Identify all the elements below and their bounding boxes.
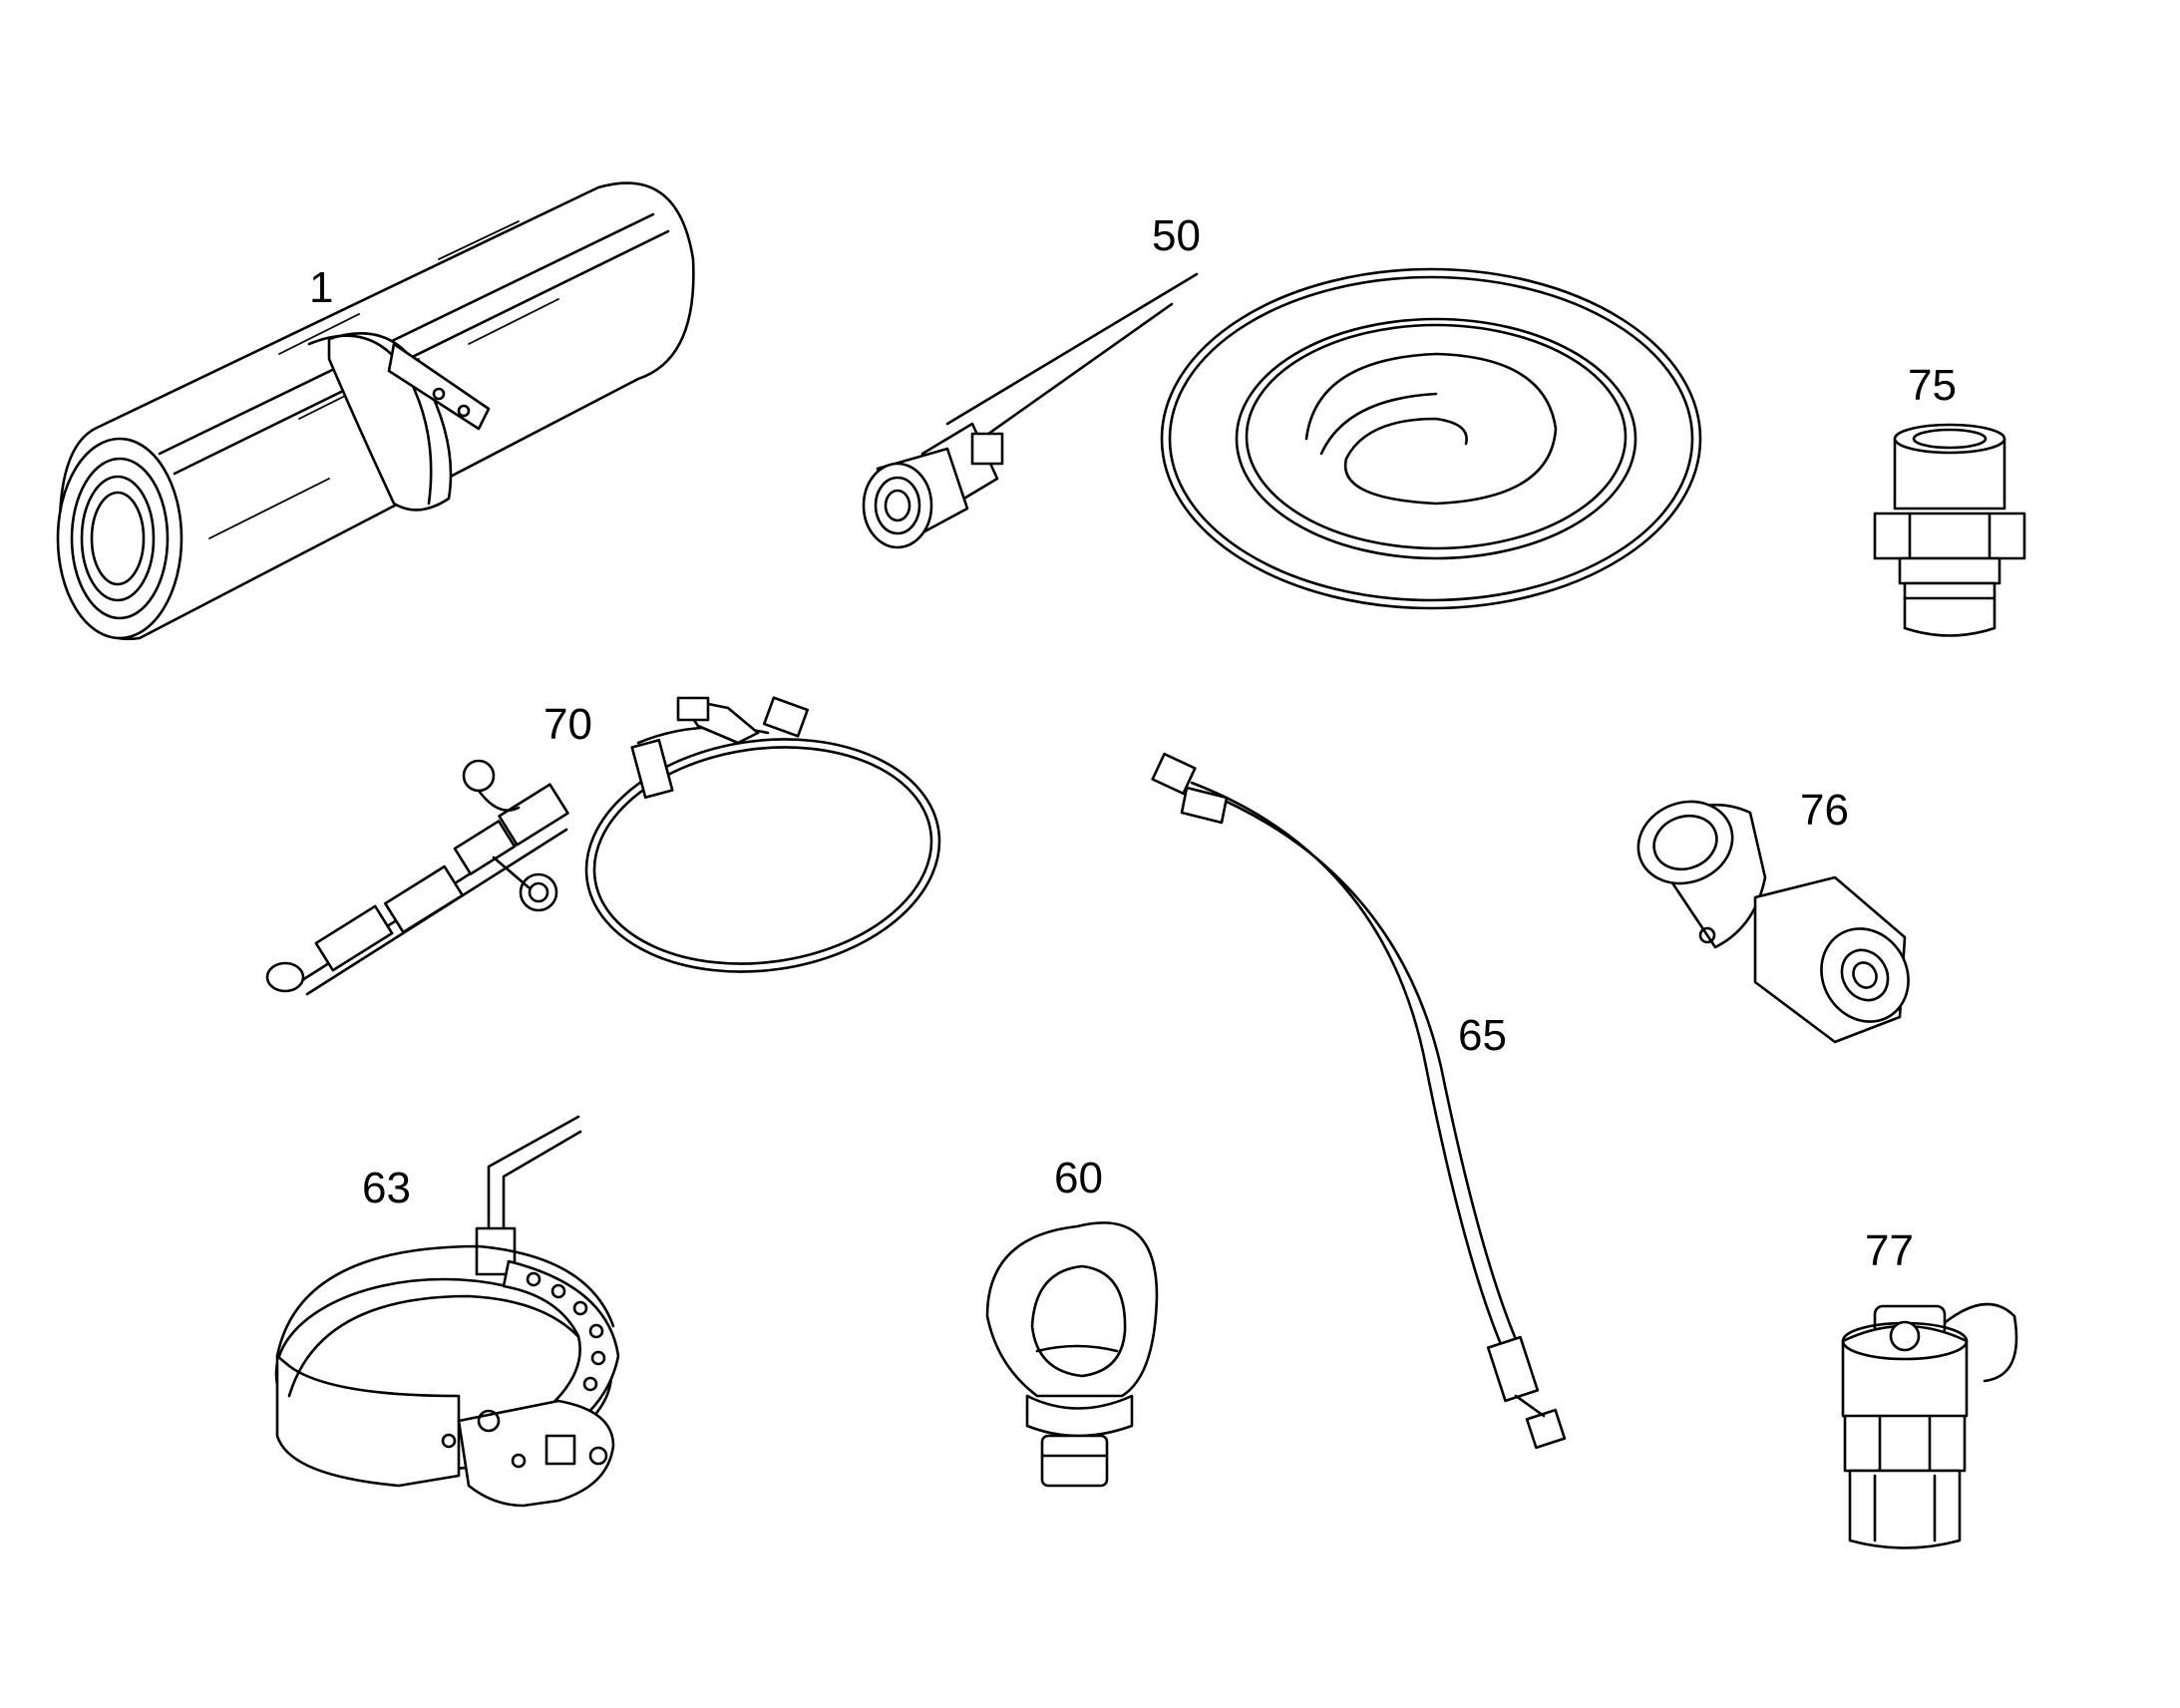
hydraulic-hose-icon <box>1151 752 1567 1450</box>
strap-wrench-icon <box>274 1115 620 1508</box>
rolled-mat-icon <box>56 181 695 641</box>
part-label-76: 76 <box>1800 786 1849 835</box>
test-hose-kit-icon <box>265 696 941 996</box>
coiled-hose-icon <box>862 267 1702 610</box>
elbow-fitting-icon <box>1636 800 1910 1044</box>
straight-adapter-icon <box>1873 423 2026 637</box>
part-label-1: 1 <box>309 263 334 312</box>
part-label-65: 65 <box>1458 1011 1507 1060</box>
part-label-63: 63 <box>362 1164 411 1212</box>
eye-bolt-icon <box>985 1221 1159 1488</box>
part-label-77: 77 <box>1865 1226 1914 1275</box>
test-coupling-icon <box>1841 1302 2018 1549</box>
part-label-70: 70 <box>544 700 592 749</box>
part-label-75: 75 <box>1908 361 1957 410</box>
part-label-60: 60 <box>1054 1154 1103 1202</box>
part-label-50: 50 <box>1152 211 1201 260</box>
